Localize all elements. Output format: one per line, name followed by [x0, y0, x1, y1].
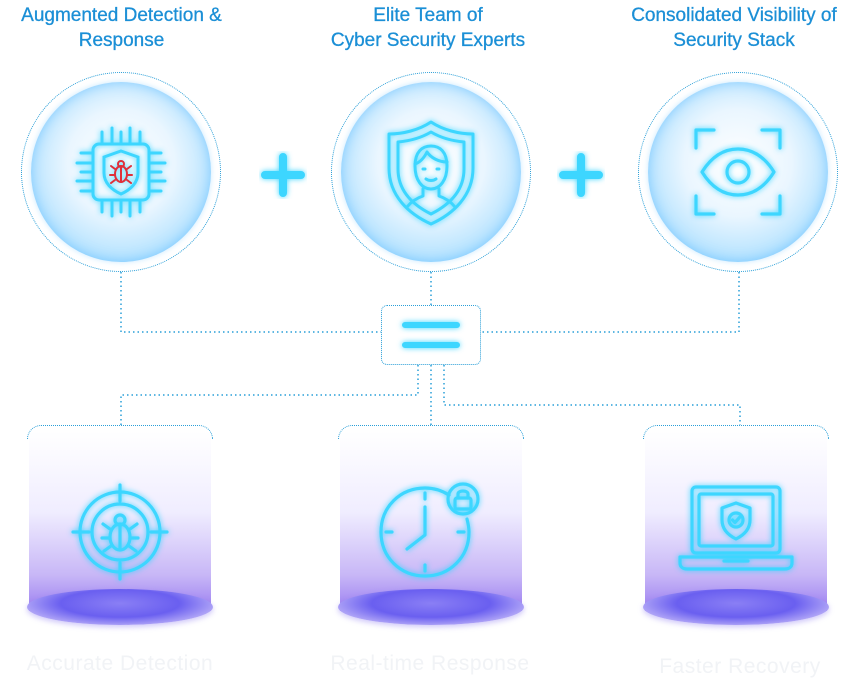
plus-operator-1 — [261, 153, 305, 197]
title-augmented-detection: Augmented Detection & Response — [21, 5, 222, 51]
circle-consolidated-visibility — [638, 72, 838, 272]
cylinder-accurate-detection — [27, 425, 213, 625]
chip-bug-icon — [75, 126, 167, 218]
cylinder-realtime-response — [338, 425, 524, 625]
connector-left-bottom — [120, 365, 419, 425]
connector-right-bottom — [443, 365, 741, 425]
connector-right-top — [481, 272, 740, 333]
cylinder-faster-recovery — [643, 425, 829, 625]
target-bug-icon — [71, 483, 169, 581]
connector-left-top — [120, 272, 381, 333]
equals-operator-box — [381, 305, 481, 365]
equals-icon — [402, 322, 460, 348]
circle-elite-team — [331, 72, 531, 272]
circle-augmented-detection — [21, 72, 221, 272]
eye-scan-icon — [694, 128, 782, 216]
shield-person-icon — [387, 120, 475, 226]
plus-operator-2 — [559, 153, 603, 197]
title-consolidated-visibility: Consolidated Visibility of Security Stac… — [631, 5, 837, 51]
label-realtime-response: Real-time Response — [330, 652, 530, 675]
label-faster-recovery: Faster Recovery — [659, 655, 821, 678]
label-accurate-detection: Accurate Detection — [26, 652, 214, 675]
title-elite-team: Elite Team of Cyber Security Experts — [330, 5, 526, 51]
clock-lock-icon — [379, 482, 480, 578]
laptop-shield-icon — [678, 485, 794, 571]
